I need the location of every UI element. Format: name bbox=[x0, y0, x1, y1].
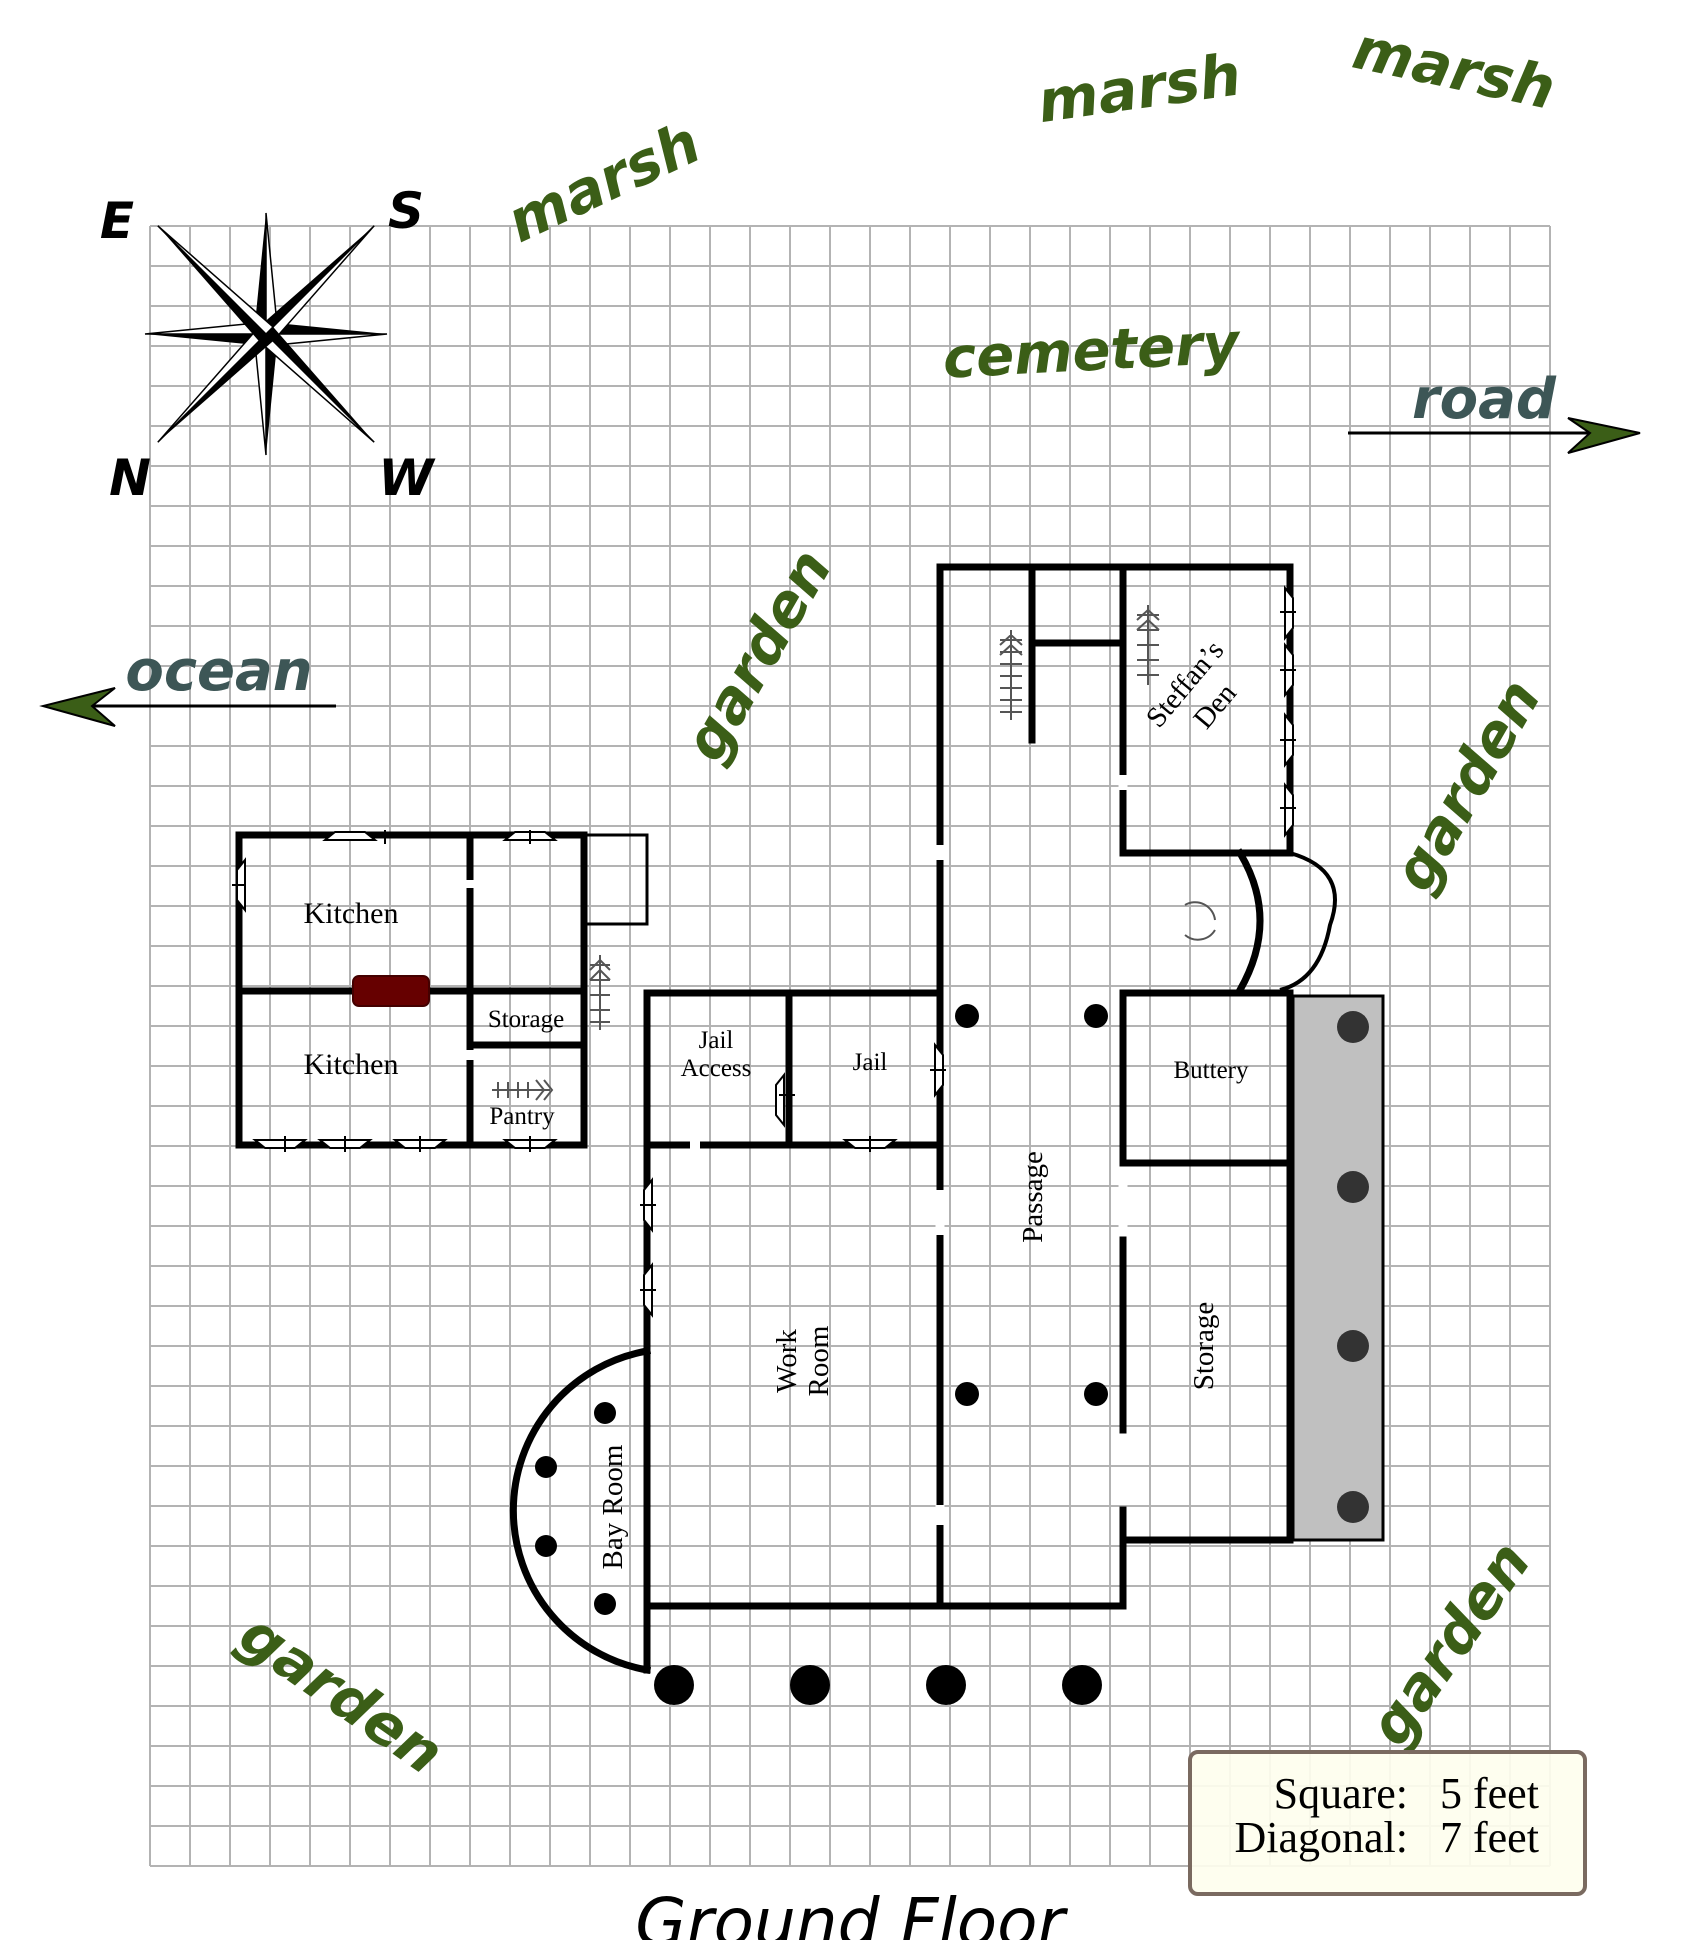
column bbox=[1337, 1330, 1369, 1362]
map-title: Ground Floor bbox=[635, 1884, 1068, 1940]
compass-west: W bbox=[378, 449, 436, 507]
label-pantry: Pantry bbox=[489, 1103, 555, 1130]
legend-diagonal-value: 7 feet bbox=[1440, 1813, 1539, 1862]
label-buttery: Buttery bbox=[1174, 1057, 1249, 1084]
label-marsh: marsh bbox=[497, 108, 711, 256]
label-cemetery: cemetery bbox=[941, 311, 1243, 392]
column bbox=[1337, 1011, 1369, 1043]
label-marsh: marsh bbox=[1033, 40, 1244, 136]
label-road: road bbox=[1412, 367, 1557, 432]
passage-right-lower bbox=[643, 1506, 1127, 1610]
compass-rose-icon: E S N W bbox=[100, 182, 437, 507]
bay-curve-outer bbox=[1279, 851, 1337, 992]
label-storage: Storage bbox=[1188, 1302, 1220, 1391]
label-work-room-1: Work bbox=[771, 1329, 803, 1393]
porch bbox=[1291, 994, 1385, 1542]
label-jail-access-2: Access bbox=[681, 1055, 752, 1082]
label-kitchen-storage: Storage bbox=[488, 1006, 564, 1033]
scale-legend: Square: 5 feet Diagonal: 7 feet bbox=[1188, 1750, 1587, 1896]
buttery-walls bbox=[1119, 989, 1294, 1544]
legend-diagonal-label: Diagonal: bbox=[1234, 1813, 1408, 1862]
bay-room-columns bbox=[535, 1402, 616, 1615]
grid bbox=[149, 225, 1551, 1867]
label-ocean: ocean bbox=[125, 639, 312, 704]
windows bbox=[232, 585, 1296, 1318]
label-work-room-2: Room bbox=[803, 1325, 835, 1396]
label-kitchen-upper: Kitchen bbox=[304, 897, 399, 930]
compass-south: S bbox=[388, 182, 424, 240]
surroundings: marsh marsh marsh cemetery road ocean ga… bbox=[39, 14, 1641, 1788]
label-garden: garden bbox=[1355, 1529, 1543, 1758]
bay-room-arc bbox=[509, 1346, 652, 1675]
road-arrow-icon bbox=[1348, 417, 1641, 454]
label-kitchen-lower: Kitchen bbox=[304, 1048, 399, 1081]
label-passage: Passage bbox=[1017, 1151, 1049, 1243]
compass-north: N bbox=[109, 449, 151, 507]
porch-columns bbox=[1337, 1011, 1369, 1523]
ocean-arrow-icon bbox=[39, 687, 336, 727]
passage-columns bbox=[955, 1004, 1108, 1406]
stairs-icons bbox=[492, 605, 1216, 1101]
kitchen-building bbox=[235, 831, 649, 1149]
label-bay-room: Bay Room bbox=[597, 1444, 629, 1569]
hearth bbox=[352, 975, 430, 1007]
passage-walls bbox=[936, 563, 1294, 1610]
label-marsh: marsh bbox=[1347, 14, 1561, 123]
main-building bbox=[509, 563, 1337, 1675]
label-garden: garden bbox=[227, 1599, 456, 1787]
column bbox=[1337, 1491, 1369, 1523]
column bbox=[1337, 1171, 1369, 1203]
label-jail: Jail bbox=[853, 1049, 888, 1076]
bay-curve-inner bbox=[1235, 848, 1264, 995]
compass-east: E bbox=[100, 192, 134, 250]
legend-square-value: 5 feet bbox=[1440, 1769, 1539, 1818]
label-garden: garden bbox=[670, 538, 845, 772]
front-columns bbox=[654, 1665, 1102, 1705]
label-jail-access-1: Jail bbox=[699, 1027, 734, 1054]
legend-square-label: Square: bbox=[1274, 1769, 1408, 1818]
